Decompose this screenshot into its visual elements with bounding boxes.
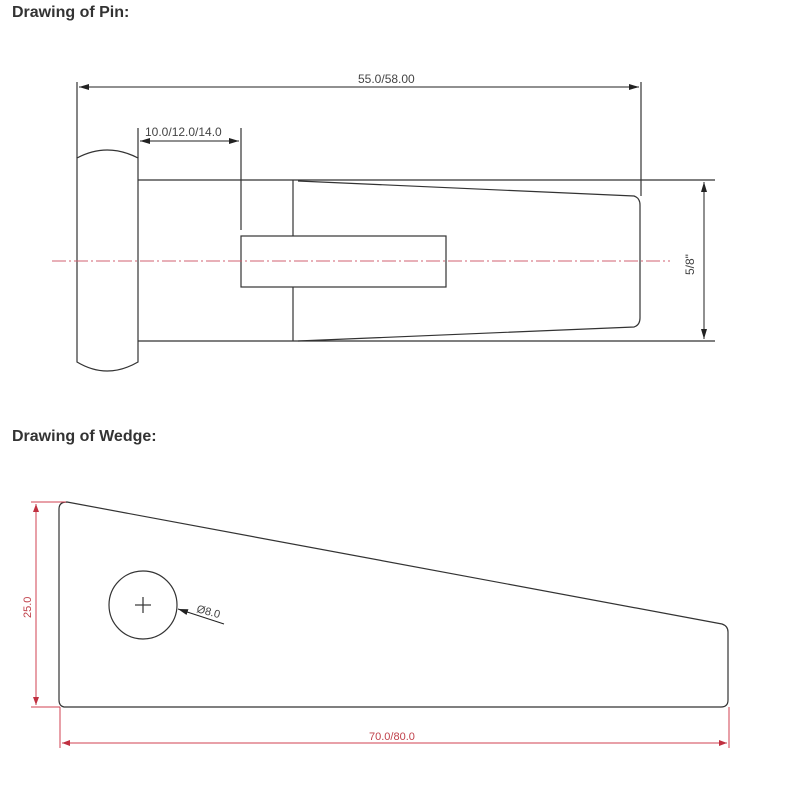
pin-taper	[297, 180, 641, 342]
pin-drawing-title: Drawing of Pin:	[12, 4, 130, 21]
hole-leader	[177, 608, 225, 625]
wedge-drawing-title: Drawing of Wedge:	[12, 428, 157, 445]
wedge-hole	[108, 570, 178, 640]
wedge-drawing	[58, 501, 729, 708]
pin-drawing	[76, 82, 715, 372]
wedge-height-label: 25.0	[22, 597, 34, 618]
wedge-length-label: 70.0/80.0	[369, 731, 415, 743]
hole-diameter-label: Ø8.0	[195, 603, 221, 621]
pin-slot-position-label: 10.0/12.0/14.0	[145, 125, 222, 139]
pin-head	[76, 149, 139, 372]
wedge-outline	[58, 501, 729, 708]
pin-overall-length-label: 55.0/58.00	[358, 72, 415, 86]
pin-diameter-label: 5/8"	[683, 254, 697, 275]
